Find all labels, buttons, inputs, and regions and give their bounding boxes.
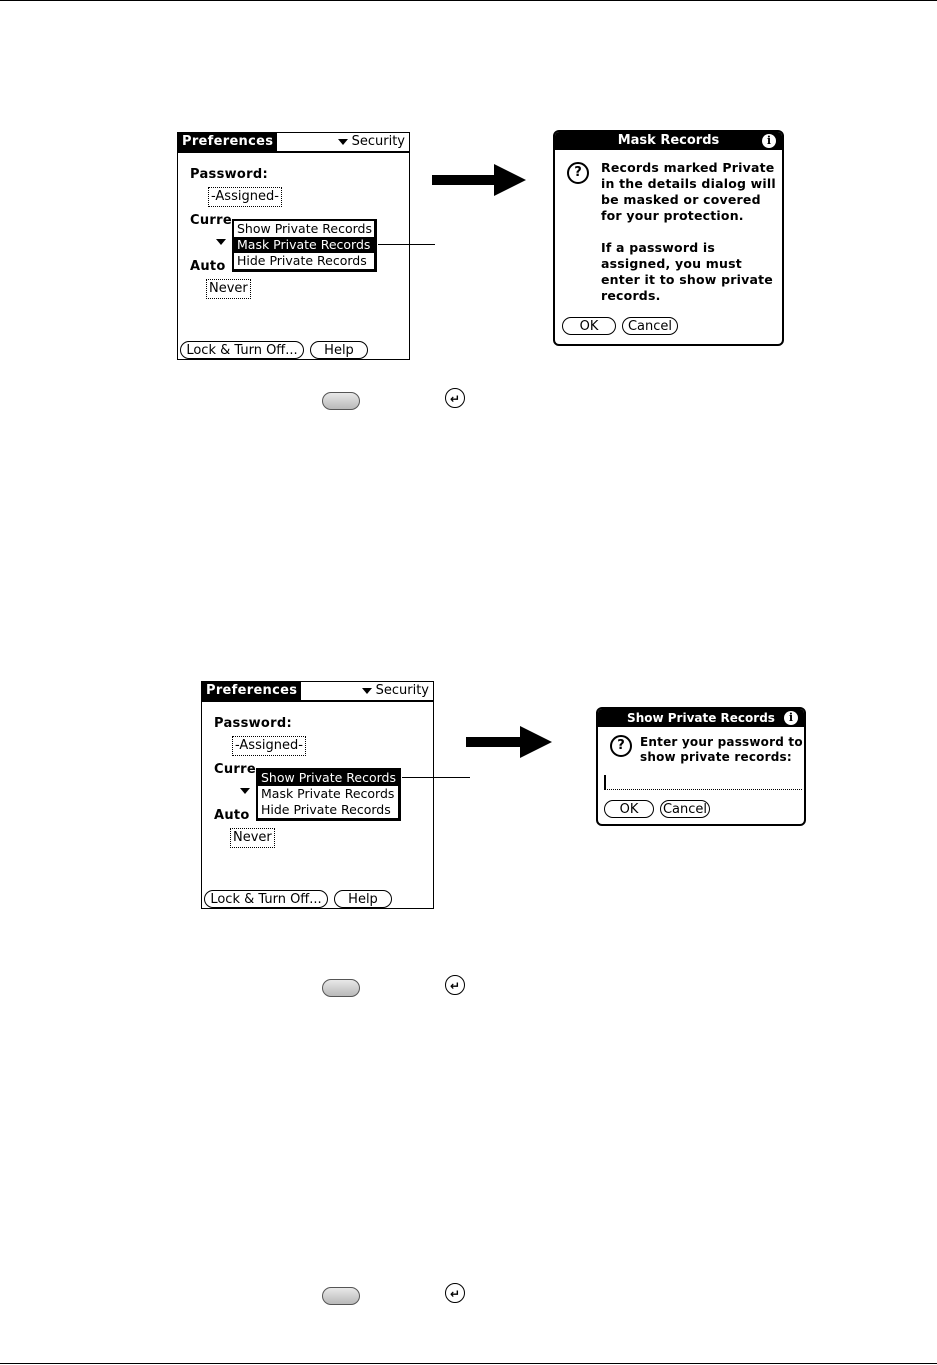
auto-lock-field[interactable]: Never: [206, 279, 251, 299]
auto-lock-field[interactable]: Never: [230, 828, 275, 848]
panel-picker[interactable]: Security: [337, 133, 405, 151]
mask-records-dialog: Mask Records i ? Records marked Private …: [553, 130, 784, 346]
preferences-screen-mask: Preferences Security Password: -Assigned…: [177, 132, 410, 360]
message-line: be masked or covered: [601, 192, 761, 207]
message-line: If a password is: [601, 240, 716, 255]
password-field[interactable]: -Assigned-: [232, 736, 306, 756]
triangle-down-icon: [337, 138, 348, 145]
message-line: Records marked Private: [601, 160, 775, 175]
enter-stroke-icon: ↵: [445, 388, 465, 408]
current-privacy-label: Curre: [190, 213, 232, 228]
question-icon: ?: [610, 735, 632, 757]
message-line: Enter your password to: [640, 735, 803, 749]
menu-item-hide-private[interactable]: Hide Private Records: [237, 253, 367, 268]
password-field[interactable]: -Assigned-: [208, 187, 282, 207]
dialog-title: Mask Records i: [555, 132, 782, 150]
dialog-message: Records marked Private in the details di…: [601, 160, 782, 304]
hardware-button-icon: [322, 979, 360, 997]
app-title: Preferences: [178, 133, 278, 151]
panel-name: Security: [351, 134, 405, 149]
info-icon[interactable]: i: [762, 134, 776, 148]
show-private-records-dialog: Show Private Records i ? Enter your pass…: [596, 707, 806, 826]
callout-line: [402, 777, 470, 778]
title-bar: Preferences Security: [178, 133, 409, 153]
cancel-button[interactable]: Cancel: [660, 800, 710, 818]
title-bar: Preferences Security: [202, 682, 433, 702]
right-arrow-icon: [432, 164, 526, 196]
password-label: Password:: [214, 716, 292, 731]
menu-item-hide-private[interactable]: Hide Private Records: [261, 802, 391, 817]
callout-line: [378, 244, 435, 245]
hardware-button-icon: [322, 392, 360, 410]
question-icon: ?: [567, 162, 589, 184]
ok-button[interactable]: OK: [604, 800, 654, 818]
message-line: records.: [601, 288, 661, 303]
help-button[interactable]: Help: [310, 341, 368, 359]
privacy-popup-list: Show Private Records Mask Private Record…: [232, 219, 377, 272]
dialog-message: Enter your password to show private reco…: [640, 735, 804, 765]
message-line: assigned, you must: [601, 256, 742, 271]
dialog-title-text: Mask Records: [617, 133, 720, 148]
panel-name: Security: [375, 683, 429, 698]
dialog-title: Show Private Records i: [598, 709, 804, 727]
password-label: Password:: [190, 167, 268, 182]
menu-item-show-private[interactable]: Show Private Records: [258, 770, 398, 786]
app-title: Preferences: [202, 682, 302, 700]
message-line: show private records:: [640, 750, 792, 764]
dialog-title-text: Show Private Records: [627, 711, 775, 725]
privacy-popup-list: Show Private Records Mask Private Record…: [256, 768, 401, 821]
message-line: [601, 224, 782, 240]
message-line: for your protection.: [601, 208, 744, 223]
message-line: in the details dialog will: [601, 176, 776, 191]
menu-item-mask-private[interactable]: Mask Private Records: [261, 786, 395, 801]
bottom-rule: [0, 1363, 937, 1364]
triangle-down-icon[interactable]: [216, 239, 226, 245]
current-privacy-label: Curre: [214, 762, 256, 777]
auto-lock-label: Auto: [214, 808, 250, 823]
info-icon[interactable]: i: [784, 711, 798, 725]
help-button[interactable]: Help: [334, 890, 392, 908]
menu-item-mask-private[interactable]: Mask Private Records: [234, 237, 374, 253]
top-rule: [0, 0, 937, 1]
menu-item-show-private[interactable]: Show Private Records: [237, 221, 372, 236]
lock-turn-off-button[interactable]: Lock & Turn Off...: [204, 890, 328, 908]
message-line: enter it to show private: [601, 272, 773, 287]
hardware-button-icon: [322, 1287, 360, 1305]
panel-picker[interactable]: Security: [361, 682, 429, 700]
triangle-down-icon[interactable]: [240, 788, 250, 794]
cancel-button[interactable]: Cancel: [622, 317, 678, 335]
ok-button[interactable]: OK: [562, 317, 616, 335]
enter-stroke-icon: ↵: [445, 975, 465, 995]
preferences-screen-show: Preferences Security Password: -Assigned…: [201, 681, 434, 909]
password-input[interactable]: [604, 775, 802, 790]
auto-lock-label: Auto: [190, 259, 226, 274]
enter-stroke-icon: ↵: [445, 1283, 465, 1303]
lock-turn-off-button[interactable]: Lock & Turn Off...: [180, 341, 304, 359]
triangle-down-icon: [361, 687, 372, 694]
right-arrow-icon: [466, 726, 552, 758]
